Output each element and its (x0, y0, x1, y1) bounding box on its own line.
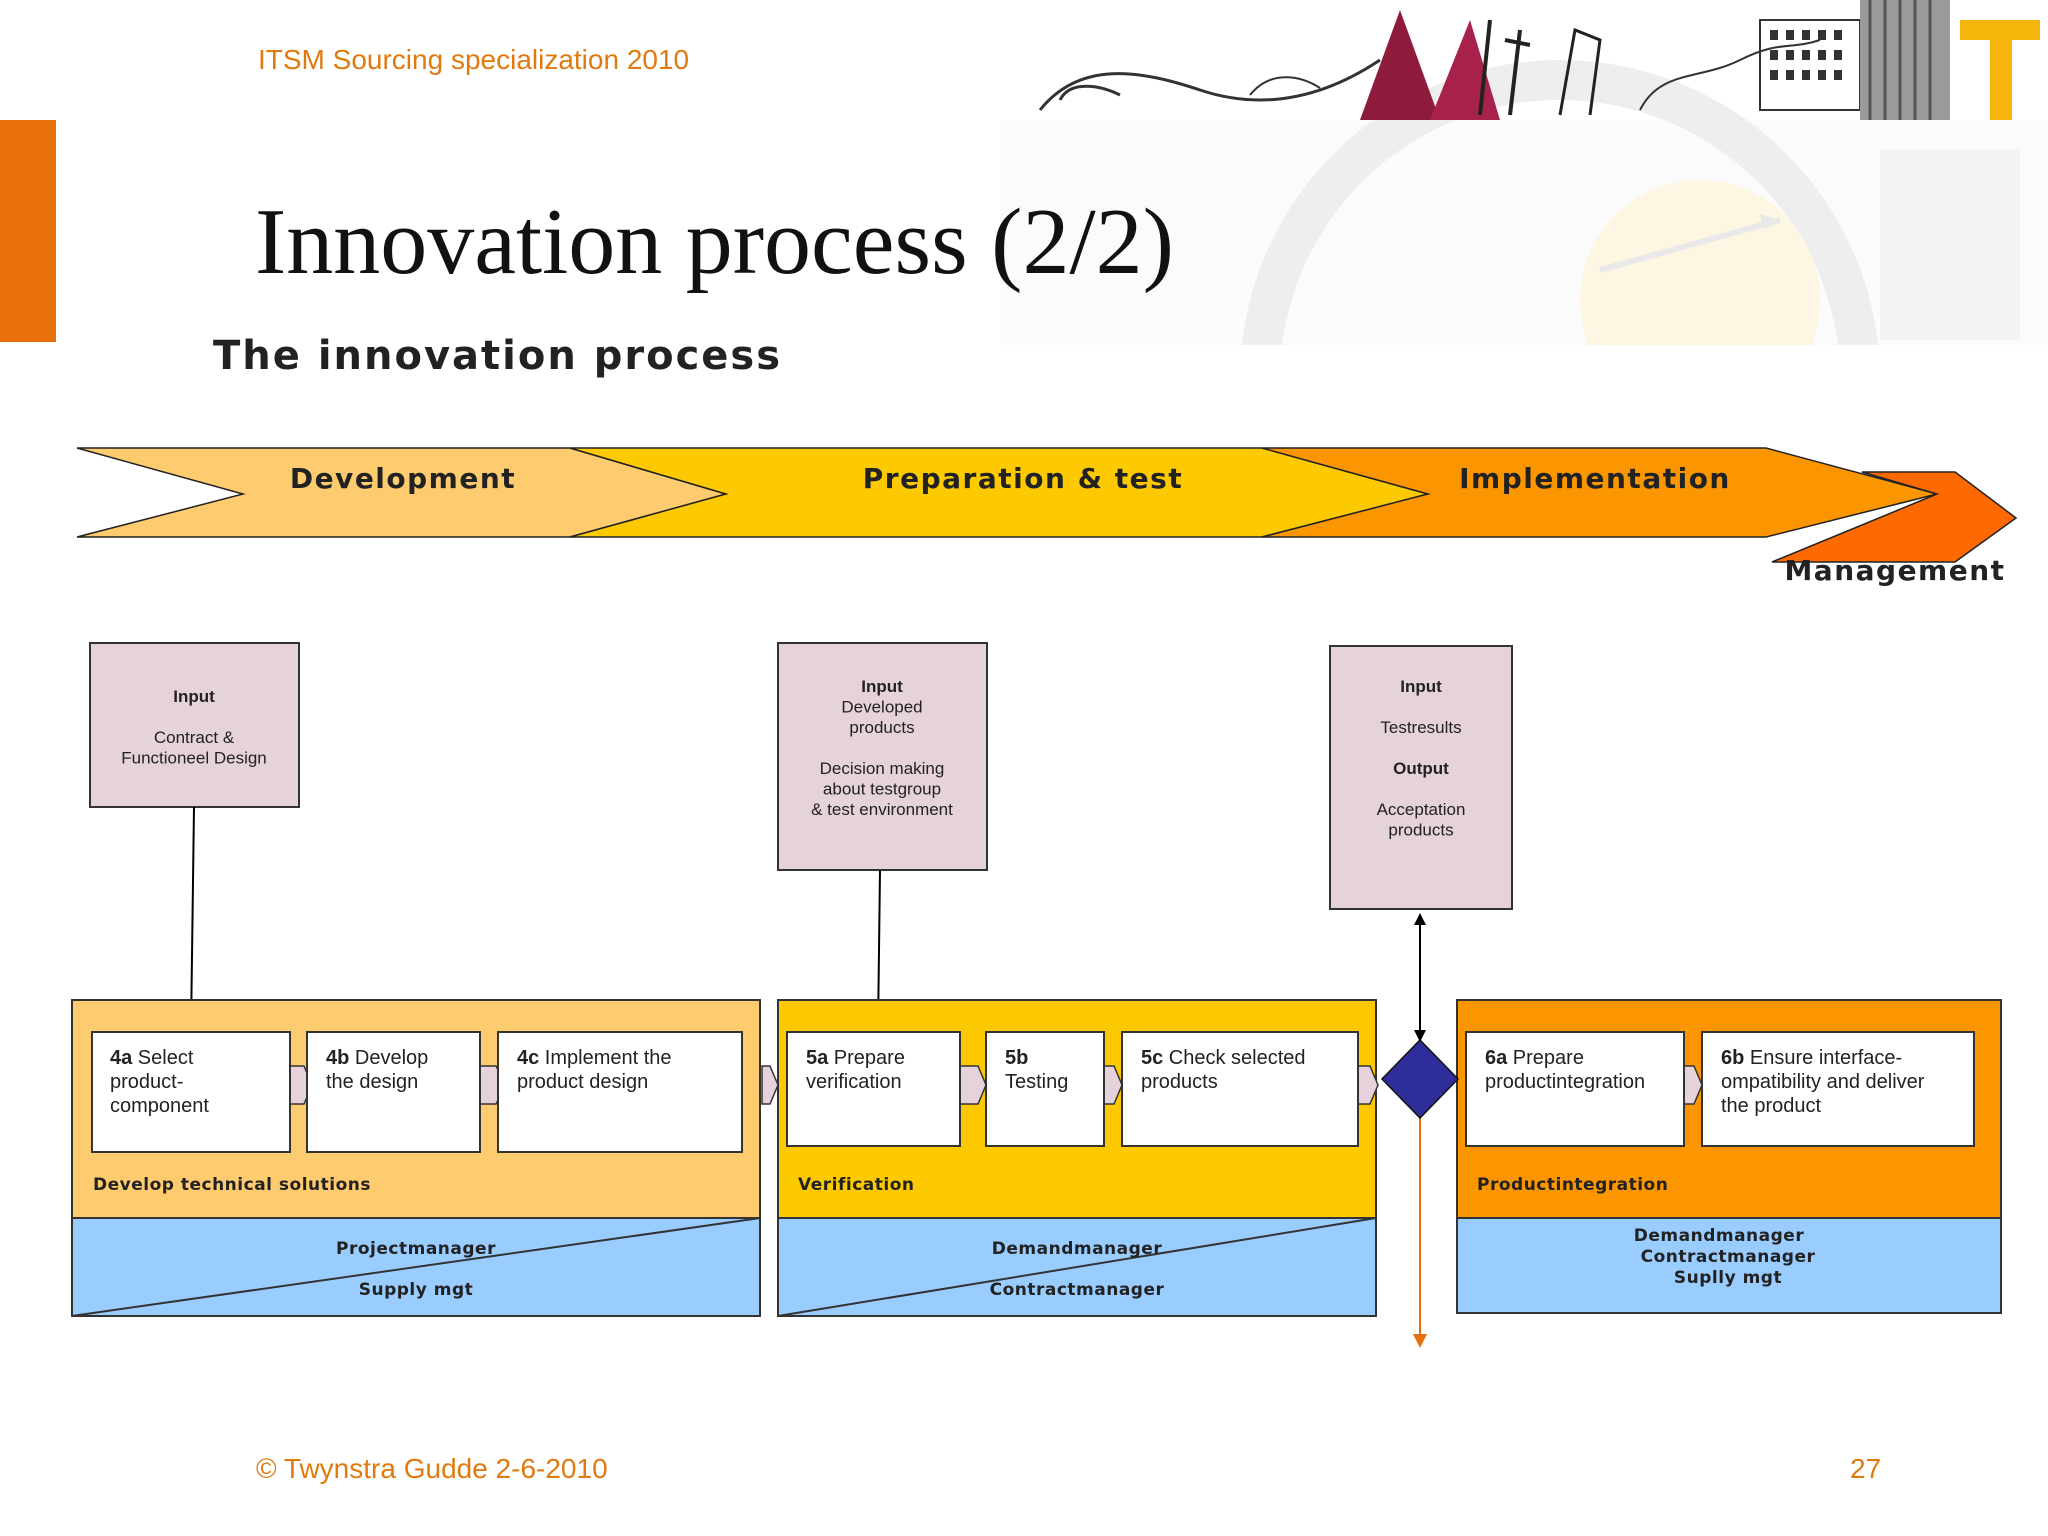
phase-chevron-management (1771, 471, 2018, 563)
arrow-input1-to-4a (185, 806, 198, 1032)
input-line: & test environment (811, 800, 953, 819)
decision-diamond (1380, 1038, 1460, 1120)
step-line: 5c Check selected (1141, 1047, 1306, 1069)
group-develop-label: Develop technical solutions (93, 1175, 371, 1195)
step-id: 6a (1485, 1047, 1508, 1069)
accent-bar (0, 120, 56, 342)
step-line: 6a Prepare (1485, 1047, 1584, 1069)
role-verification-bottom: Contractmanager (990, 1280, 1165, 1300)
step-line: 6b Ensure interface- (1721, 1047, 1902, 1069)
group-verification-label: Verification (798, 1175, 914, 1195)
phase-label-management: Management (1784, 554, 2005, 587)
step-connectors (289, 1065, 1703, 1105)
group-productintegration-label: Productintegration (1477, 1175, 1668, 1195)
step-line: 4a Select (110, 1047, 194, 1069)
input-line (1419, 780, 1424, 799)
page-number: 27 (1850, 1453, 1882, 1484)
step-line: the design (326, 1071, 418, 1093)
phase-label-preparation: Preparation & test (863, 462, 1183, 495)
input-line: Testresults (1380, 718, 1461, 737)
input-line (192, 708, 197, 727)
input-line: Functioneel Design (121, 749, 267, 768)
step-line: 5a Prepare (806, 1047, 905, 1069)
input-line (880, 739, 885, 758)
step-line: 4b Develop (326, 1047, 428, 1069)
step-line: verification (806, 1071, 902, 1093)
phase-label-development: Development (290, 462, 516, 495)
step-line: product design (517, 1071, 648, 1093)
step-id: 4a (110, 1047, 133, 1069)
input-line: Output (1393, 759, 1449, 778)
role-develop-bottom: Supply mgt (359, 1280, 474, 1300)
input-line: Input (173, 687, 215, 706)
step-line: 4c Implement the (517, 1047, 672, 1069)
role-verification-top: Demandmanager (992, 1239, 1163, 1259)
role-integration-2: Contractmanager (1641, 1247, 1816, 1267)
step-id: 5a (806, 1047, 829, 1069)
step-line: Testing (1005, 1071, 1068, 1093)
input-line: Contract & (154, 728, 235, 747)
input-line (1419, 739, 1424, 758)
input-line: Acceptation (1377, 800, 1466, 819)
step-line: ompatibility and deliver (1721, 1071, 1925, 1093)
step-box-6b: 6b Ensure interface-ompatibility and del… (1701, 1031, 1975, 1147)
step-id: 5c (1141, 1047, 1163, 1069)
input-box-1 (89, 642, 300, 808)
role-integration-1: Demandmanager (1634, 1226, 1805, 1246)
input-line: Decision making (820, 759, 945, 778)
input-line (1419, 698, 1424, 717)
header-sketch-decoration (1000, 0, 2048, 345)
input-box-3-text: Input Testresults Output Acceptation prod… (1377, 677, 1466, 840)
slide-subtitle: The innovation process (213, 333, 783, 379)
input-line: products (849, 718, 914, 737)
step-line: 5b (1005, 1047, 1028, 1069)
step-id: 4c (517, 1047, 539, 1069)
step-id: 6b (1721, 1047, 1744, 1069)
step-line: products (1141, 1071, 1218, 1093)
course-header: ITSM Sourcing specialization 2010 (258, 44, 690, 75)
step-line: product- (110, 1071, 183, 1093)
step-line: productintegration (1485, 1071, 1645, 1093)
input-line: Input (1400, 677, 1442, 696)
slide-title: Innovation process (2/2) (255, 190, 1174, 294)
footer-copyright: © Twynstra Gudde 2-6-2010 (256, 1453, 608, 1484)
input-line: Input (861, 677, 903, 696)
input-line: products (1388, 821, 1453, 840)
step-line: component (110, 1095, 209, 1117)
role-integration-3: Suplly mgt (1674, 1268, 1782, 1288)
input-line: about testgroup (823, 780, 941, 799)
step-id: 4b (326, 1047, 349, 1069)
input-line: Developed (841, 698, 922, 717)
svg-text:6b Ensure interface-ompatibili: 6b Ensure interface-ompatibility and del… (1721, 1047, 1925, 1117)
step-id: 5b (1005, 1047, 1028, 1069)
input-box-2 (777, 642, 988, 871)
step-line: the product (1721, 1095, 1822, 1117)
input-box-1-text: Input Contract & Functioneel Design (121, 687, 267, 768)
role-develop-top: Projectmanager (336, 1239, 496, 1259)
input-box-3 (1329, 645, 1513, 910)
phase-label-implementation: Implementation (1459, 462, 1731, 495)
phase-chevron-implementation (1261, 447, 1940, 538)
roles-productintegration (1456, 1217, 2002, 1314)
